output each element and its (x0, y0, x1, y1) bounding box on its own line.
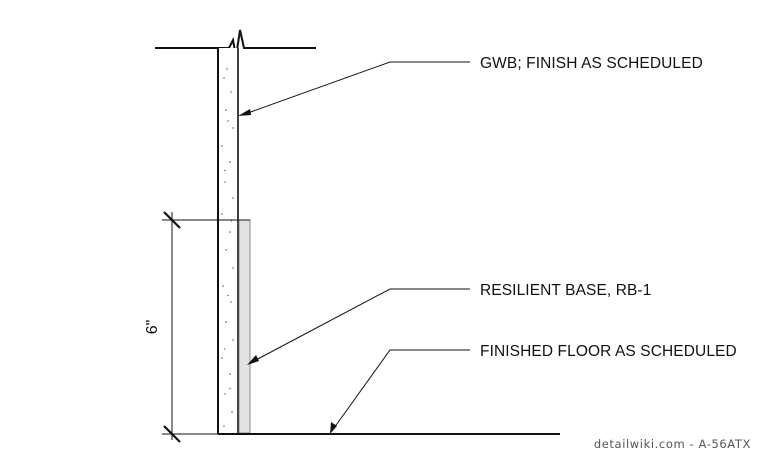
gwb-wall (217, 48, 239, 434)
leader-floor (330, 349, 470, 434)
resilient-base (238, 219, 251, 434)
leader-gwb (238, 61, 470, 116)
height-dimension (162, 211, 250, 443)
callout-resilient-base: RESILIENT BASE, RB-1 (480, 282, 651, 299)
callout-gwb: GWB; FINISH AS SCHEDULED (480, 55, 703, 72)
leader-base (247, 288, 470, 365)
dimension-label: 6" (144, 320, 161, 335)
gwb-stipple-hatch (221, 67, 234, 427)
callout-finished-floor: FINISHED FLOOR AS SCHEDULED (480, 343, 737, 360)
watermark: detailwiki.com - A-56ATX (594, 437, 751, 451)
